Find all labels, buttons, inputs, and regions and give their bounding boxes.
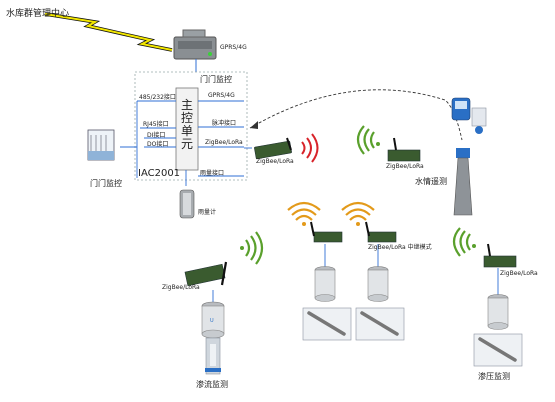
signal-orange-1-icon <box>287 201 321 226</box>
signal-green-flow-icon <box>240 231 264 265</box>
port-do-label: DO接口 <box>147 141 169 148</box>
relay-label: ZigBee/LoRa 中继模式 <box>368 244 432 251</box>
water-level-label: 水情遥测 <box>415 177 447 186</box>
zigbee-center-label: ZigBee/LoRa <box>256 158 294 165</box>
gate-monitor-icon <box>87 129 115 161</box>
port-rj45-label: RJ45接口 <box>143 121 169 128</box>
gate-monitor-top-label: 门门监控 <box>200 75 232 84</box>
main-control-unit-label: 主控单元 <box>180 98 193 151</box>
signal-green-right-icon <box>452 227 476 257</box>
zigbee-module-flow-icon <box>184 261 228 287</box>
rain-gauge-label: 雨量计 <box>198 209 217 216</box>
pressure-sensor-2-icon <box>355 266 405 341</box>
gateway-label: GPRS/4G <box>220 44 247 51</box>
center-title: 水库群管理中心 <box>6 9 70 19</box>
port-di-label: DI接口 <box>147 132 166 139</box>
zigbee-module-center-icon <box>254 137 292 160</box>
zigbee-module-pressure-1-icon <box>310 221 343 243</box>
zigbee-module-pressure-2-icon <box>365 221 397 243</box>
model-label: IAC2001 <box>138 168 181 179</box>
svg-text:U: U <box>210 318 214 324</box>
control-cabinet-frame <box>134 71 248 181</box>
wireless-link-arc <box>249 89 463 141</box>
rain-port-label: 雨量接口 <box>200 170 225 177</box>
main-control-unit-box <box>175 87 199 171</box>
water-level-sensor-icon <box>451 97 487 216</box>
gprs-gateway-icon <box>173 29 217 72</box>
seepage-flow-device-icon: U <box>201 301 225 375</box>
gate-monitor-left-label: 门门监控 <box>90 179 122 188</box>
port-pulse-label: 脉冲接口 <box>212 120 237 127</box>
zigbee-module-right-icon <box>483 243 517 268</box>
signal-red-icon <box>301 133 319 163</box>
pressure-sensor-right-icon <box>473 294 523 367</box>
seepage-flow-label: 渗流监测 <box>196 380 228 389</box>
zigbee-flow-label: ZigBee/LoRa <box>162 284 200 291</box>
signal-green-icon <box>356 125 380 155</box>
zigbee-right-label: ZigBee/LoRa <box>500 270 538 277</box>
signal-orange-2-icon <box>341 201 375 226</box>
port-485-label: 485/232接口 <box>139 94 176 101</box>
zigbee-water-label: ZigBee/LoRa <box>386 163 424 170</box>
pressure-sensor-1-icon <box>302 266 352 341</box>
rain-gauge-icon <box>179 189 195 219</box>
port-zigbee-label: ZigBee/LoRa <box>205 139 243 146</box>
port-gprs-label: GPRS/4G <box>208 92 235 99</box>
lightning-bolt-icon <box>44 12 173 52</box>
zigbee-module-water-icon <box>387 137 421 162</box>
seepage-pressure-label: 渗压监测 <box>478 372 510 381</box>
